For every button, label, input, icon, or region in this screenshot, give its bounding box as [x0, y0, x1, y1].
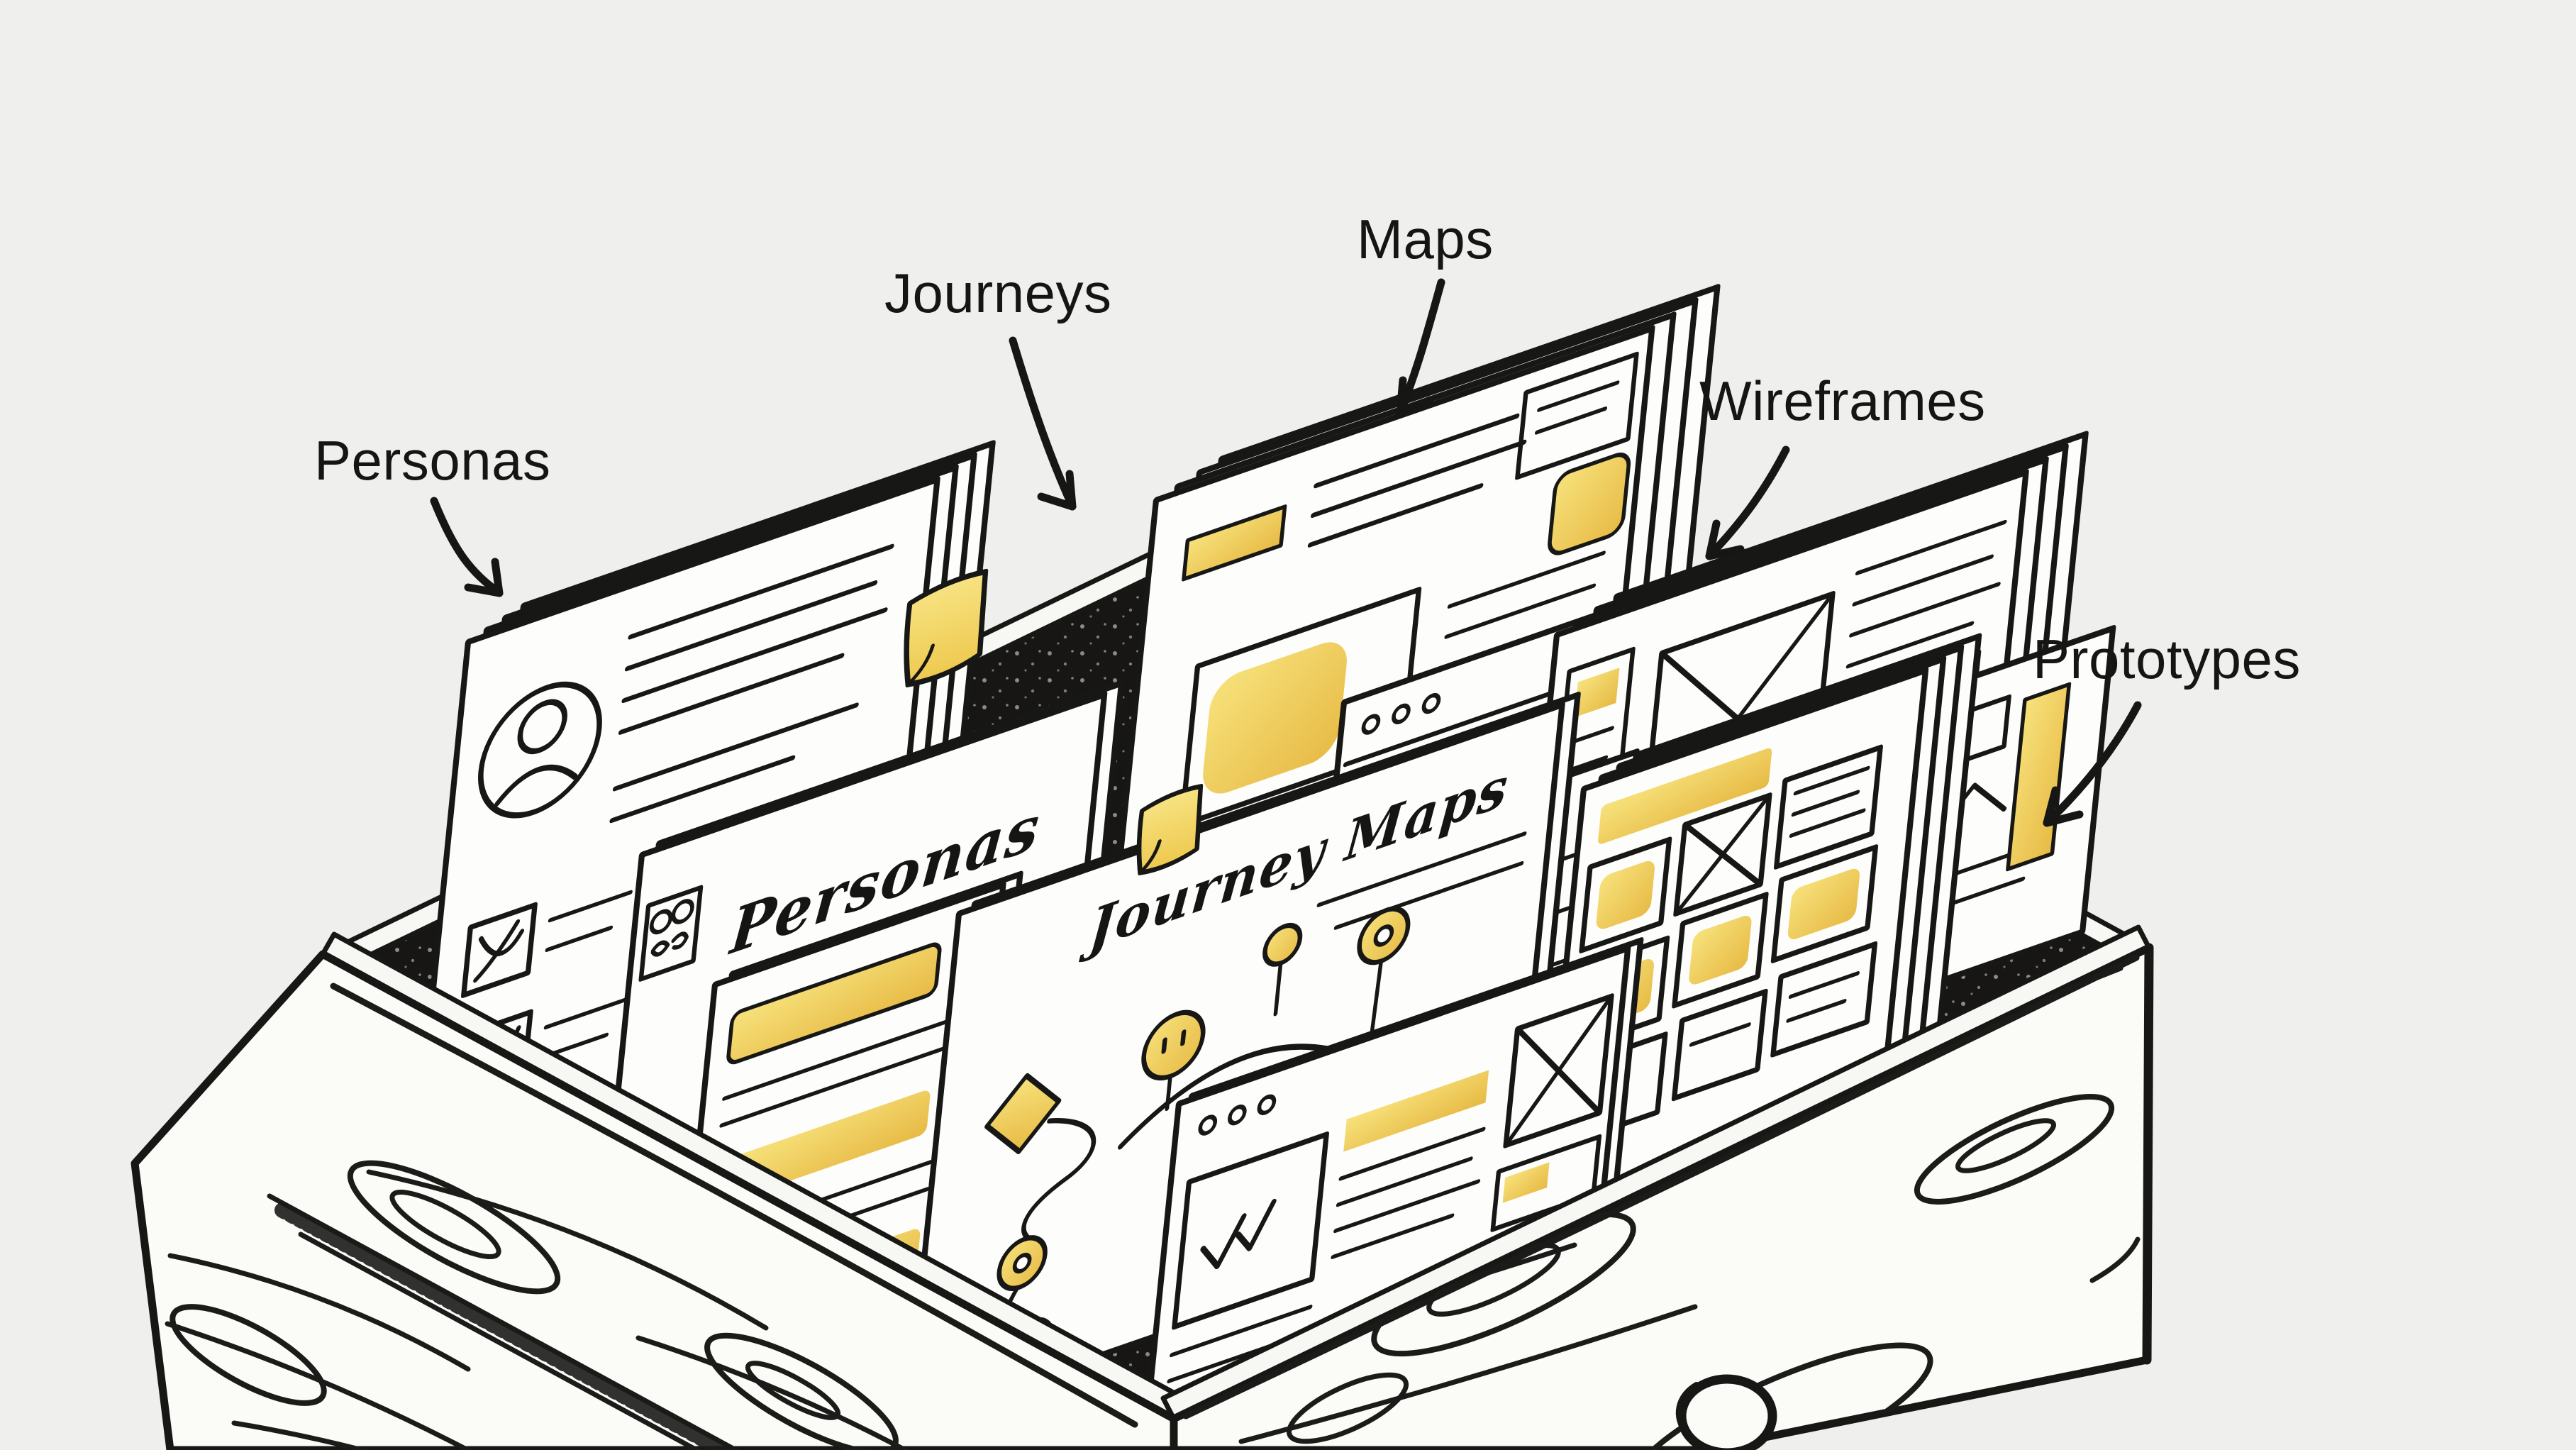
browser-dots-icon: [1198, 1094, 1277, 1136]
image-placeholder-icon: [1673, 792, 1772, 917]
grid-cell-fill: [1787, 868, 1860, 939]
image-placeholder-icon: [1503, 993, 1614, 1149]
image-block: [1548, 452, 1631, 555]
diamond-node: [984, 1073, 1062, 1154]
grid-cell-fill: [1596, 860, 1655, 929]
sticky-note-icon: [1136, 783, 1204, 875]
checkmark-icon: [1235, 1198, 1277, 1251]
avatar-icon: [478, 681, 602, 819]
grid-cell: [1773, 744, 1883, 870]
arrow-journeys: [1009, 336, 1077, 511]
browser-dots-icon: [1361, 692, 1441, 735]
drawer-corner-edge: [2142, 943, 2154, 1365]
drawer-knob: [1675, 1374, 1777, 1450]
arrow-maps: [1396, 278, 1445, 417]
drawer-left-panel: [131, 950, 1178, 1450]
checkbox-icon: [460, 902, 538, 998]
grid-cell-fill: [1689, 915, 1752, 985]
label-personas: Personas: [314, 429, 551, 492]
label-prototypes: Prototypes: [2033, 628, 2301, 690]
wood-grain-left: [165, 983, 1138, 1450]
highlight-bar: [1343, 1070, 1489, 1152]
panel: [1172, 1131, 1329, 1330]
drawer-right-panel: [1170, 943, 2153, 1450]
sidebar-highlight: [1574, 668, 1620, 718]
highlight-bar: [726, 942, 942, 1065]
annotations: Personas Journeys Maps Wireframes Protot…: [314, 208, 2301, 827]
arrow-prototypes: [2043, 701, 2142, 827]
checkmark-icon: [1200, 1213, 1247, 1270]
grid-cell: [1579, 836, 1672, 953]
highlight-bar: [1182, 504, 1287, 582]
label-journeys: Journeys: [884, 262, 1112, 324]
arrow-wireframes: [1705, 445, 1790, 560]
grid-cell: [1671, 988, 1768, 1102]
map-highlight-blob: [1203, 642, 1347, 794]
map-panel: [1179, 587, 1422, 829]
wood-grain-right: [1182, 954, 2141, 1450]
card-thumbnail: [1515, 351, 1639, 480]
qr-icon: [638, 885, 704, 982]
smiley-icon: [1141, 1009, 1206, 1081]
header-highlight-bar: [1598, 748, 1772, 844]
sticky-note-icon: [904, 568, 989, 687]
grid-cell: [1770, 844, 1879, 963]
label-maps: Maps: [1357, 208, 1494, 270]
label-wireframes: Wireframes: [1699, 370, 1986, 432]
grid-cell: [1770, 941, 1878, 1058]
journey-flow-diagram: [984, 906, 1411, 1372]
highlight-bar: [731, 1090, 931, 1200]
arrow-personas: [430, 497, 504, 597]
chip-highlight: [1502, 1162, 1550, 1203]
grid-cell: [1672, 892, 1769, 1009]
